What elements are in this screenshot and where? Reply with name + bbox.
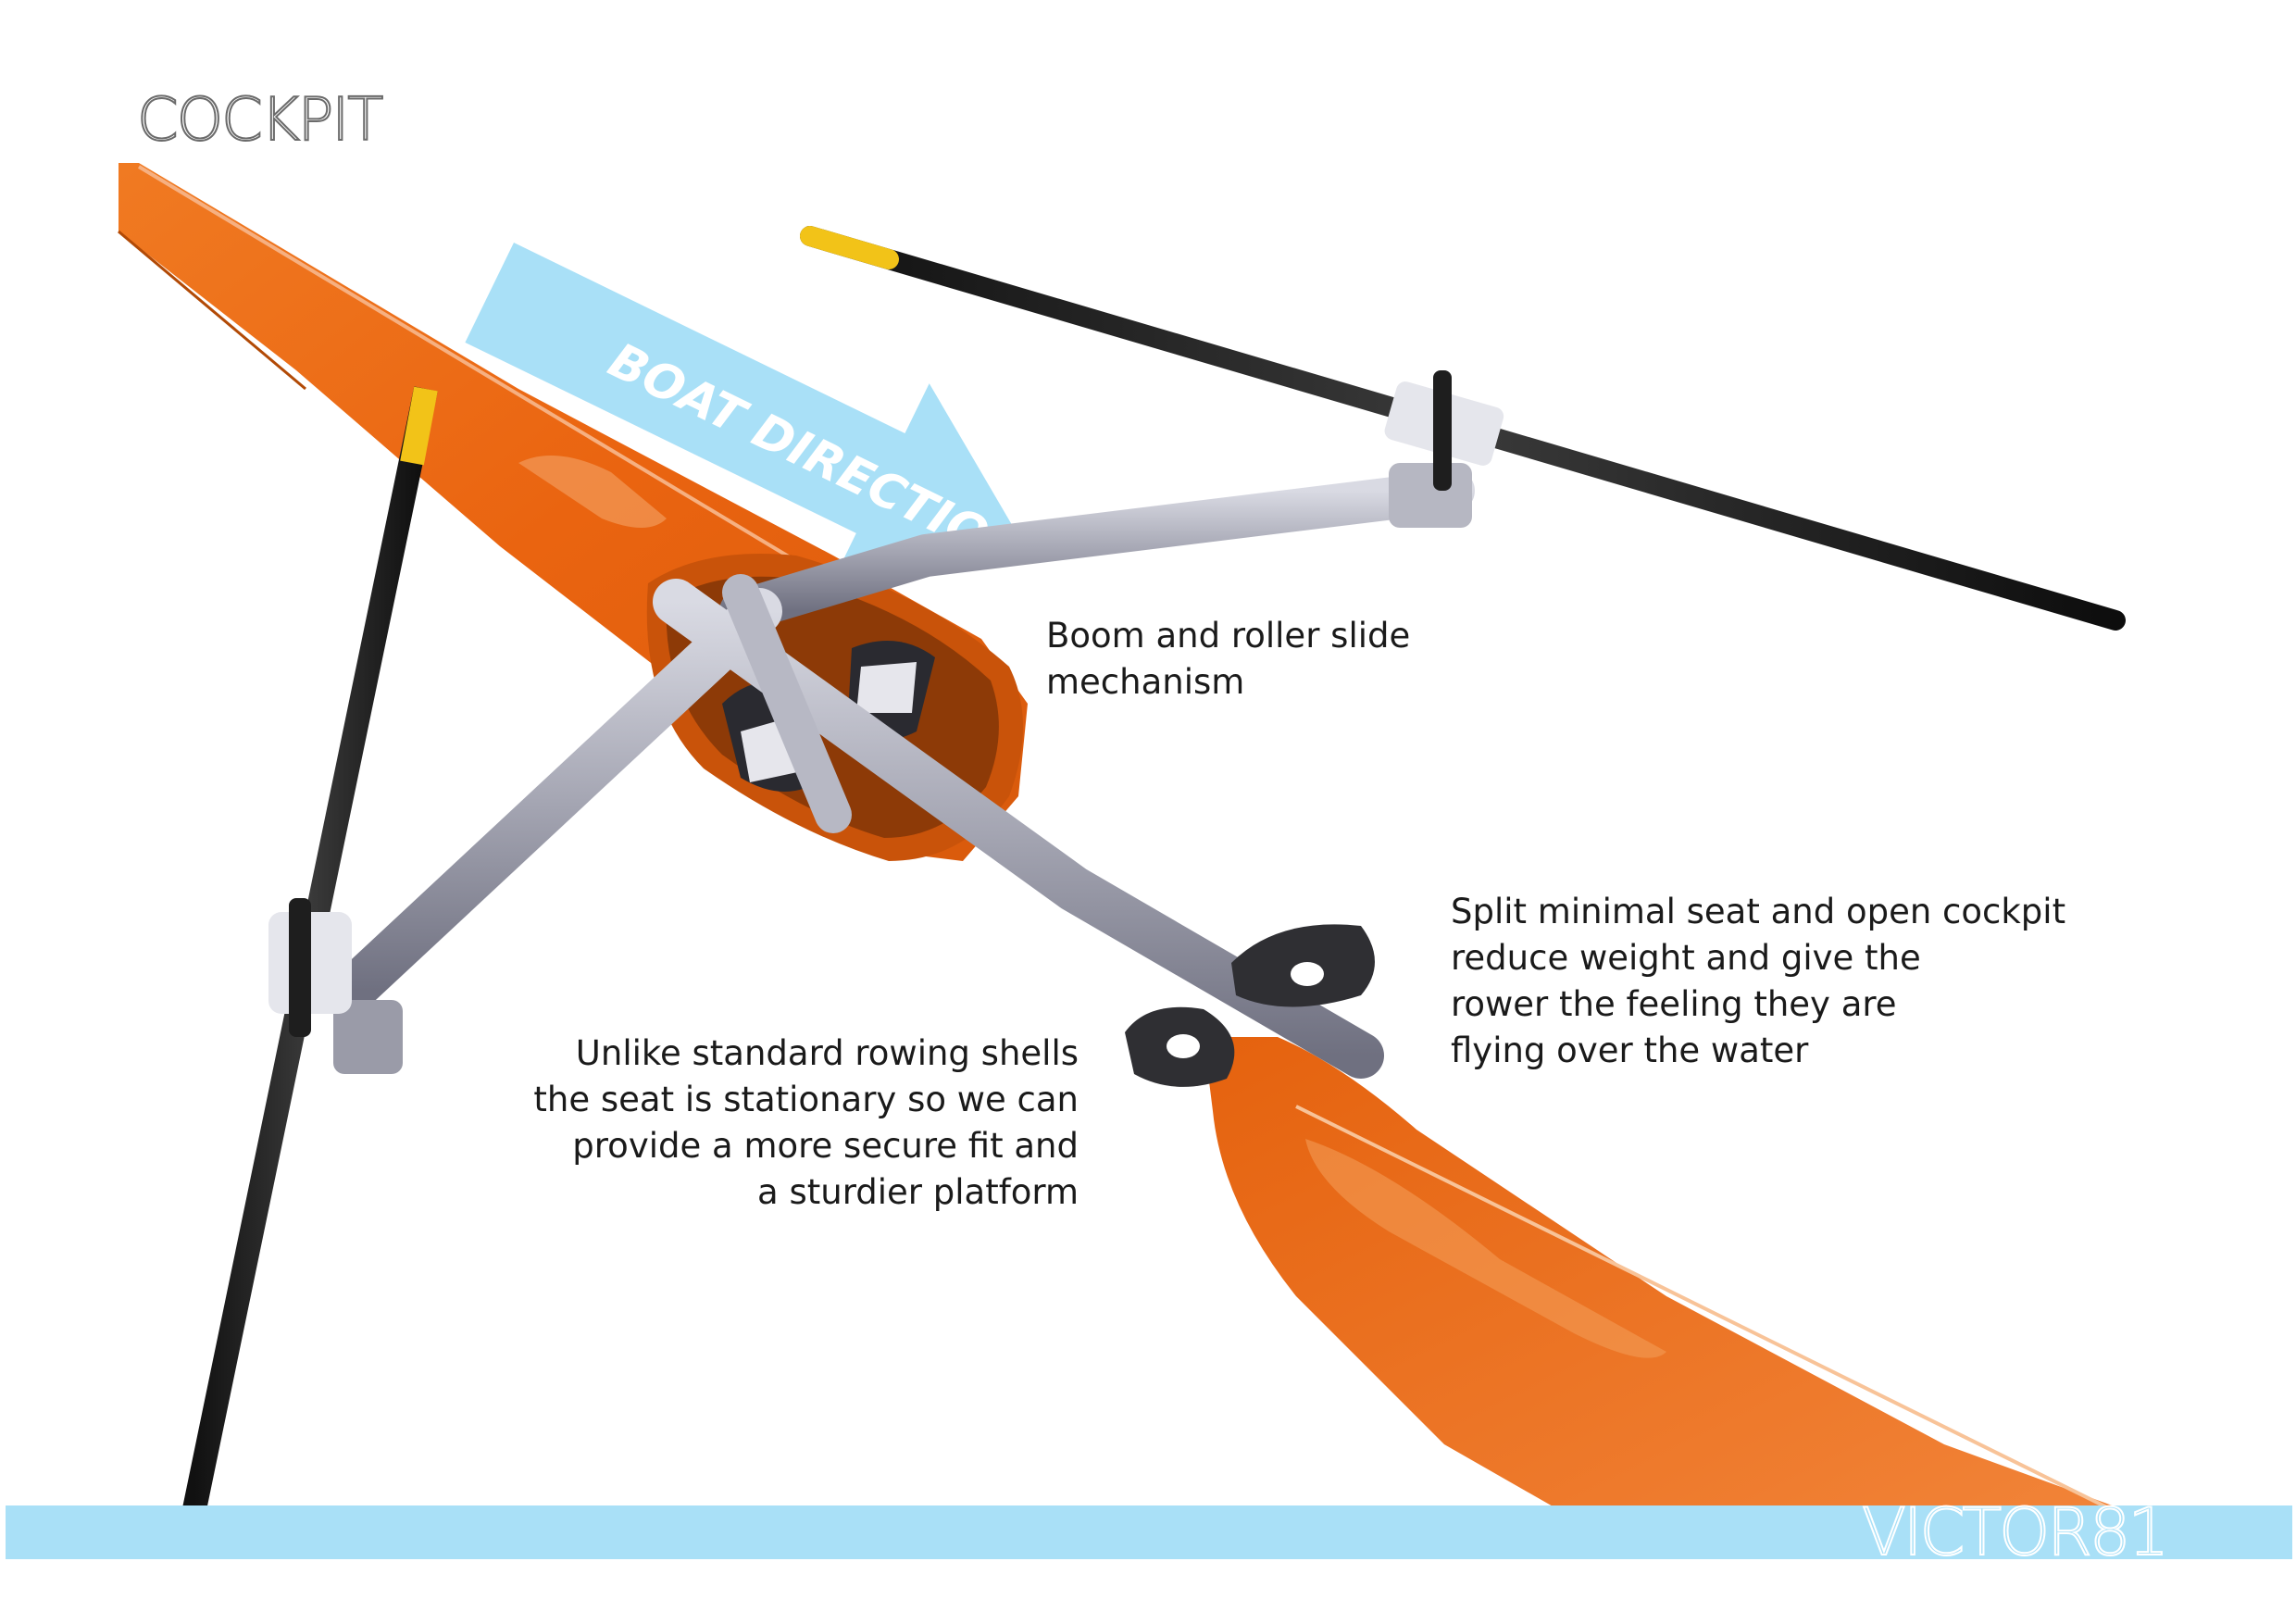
hull-stern (1204, 1037, 2176, 1520)
annotation-boom: Boom and roller slide mechanism (1046, 613, 1410, 706)
annotation-seat-line: Split minimal seat and open cockpit (1451, 892, 2066, 931)
annotation-shell: Unlike standard rowing shells the seat i… (533, 1031, 1079, 1216)
annotation-boom-line: Boom and roller slide (1046, 616, 1411, 656)
page-title: COCKPIT (136, 86, 384, 155)
oarlock-left (268, 898, 403, 1074)
annotation-shell-line: Unlike standard rowing shells (575, 1033, 1079, 1073)
annotation-shell-line: a sturdier platform (757, 1172, 1079, 1212)
annotation-seat: Split minimal seat and open cockpit redu… (1451, 889, 2065, 1074)
annotation-seat-line: rower the feeling they are (1451, 984, 1897, 1024)
oarlock-right (1384, 370, 1504, 528)
annotation-shell-line: provide a more secure fit and (572, 1126, 1079, 1166)
footer-bar (6, 1505, 2292, 1559)
annotation-shell-line: the seat is stationary so we can (533, 1080, 1079, 1119)
annotation-seat-line: flying over the water (1451, 1031, 1809, 1070)
brand-logo: VICTOR81 (1861, 1494, 2170, 1570)
annotation-seat-line: reduce weight and give the (1451, 938, 1921, 978)
annotation-boom-line: mechanism (1046, 662, 1245, 702)
footrests (1125, 924, 1375, 1087)
